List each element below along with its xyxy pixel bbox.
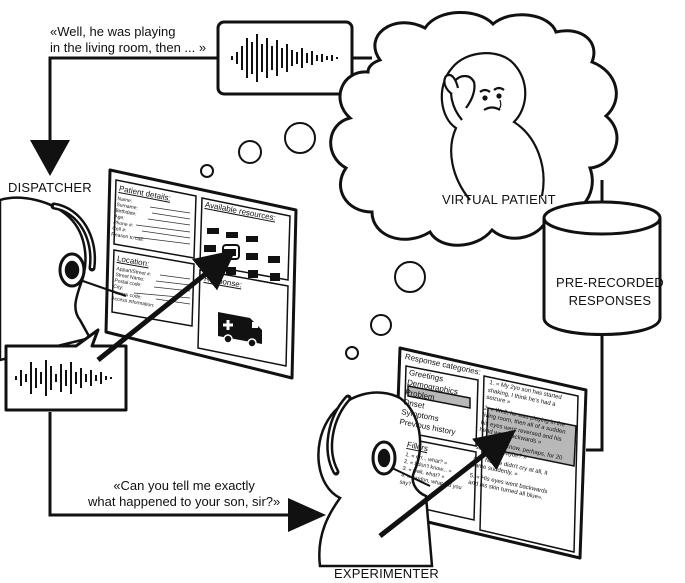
- database-label: PRE-RECORDED RESPONSES: [556, 275, 664, 308]
- virtual-patient-label: VIRTUAL PATIENT: [442, 192, 556, 207]
- experimenter-pointer-arrow: [378, 429, 516, 538]
- dispatcher-pointer-arrow: [96, 249, 236, 362]
- response-list: 1. « My 2yo son has started shaking, I t…: [467, 380, 576, 508]
- experimenter-figure: [317, 391, 434, 568]
- patient-audio-box: [216, 20, 354, 96]
- connector-db-to-screen: [586, 332, 604, 452]
- dispatcher-label: DISPATCHER: [8, 180, 92, 195]
- connector-patient-to-dispatcher: [30, 56, 218, 176]
- virtual-patient-cloud: [329, 11, 619, 247]
- ambulance-icon: [218, 312, 262, 348]
- filler-list: 1. « err... what? »2. « I don't know... …: [399, 452, 471, 500]
- dispatcher-speech-box: [4, 328, 128, 412]
- patient-quote: «Well, he was playing in the living room…: [50, 24, 207, 55]
- patient-waveform-icon: [231, 34, 338, 82]
- thought-bubbles-dispatcher: [200, 122, 316, 178]
- dispatcher-figure: [0, 196, 127, 362]
- worried-patient-figure: [440, 52, 545, 201]
- patient-field-lines: [133, 206, 191, 245]
- responses-database-cylinder: [542, 200, 662, 336]
- dispatcher-waveform-icon: [15, 360, 112, 396]
- fillers-title: Fillers: [406, 440, 429, 454]
- dispatcher-quote: «Can you tell me exactly what happened t…: [88, 478, 281, 509]
- connector-dispatcher-to-experimenter: [48, 412, 326, 532]
- experimenter-label: EXPERIMENTER: [334, 566, 439, 581]
- thought-bubbles-experimenter: [345, 261, 426, 360]
- selected-category-highlight: [407, 385, 471, 409]
